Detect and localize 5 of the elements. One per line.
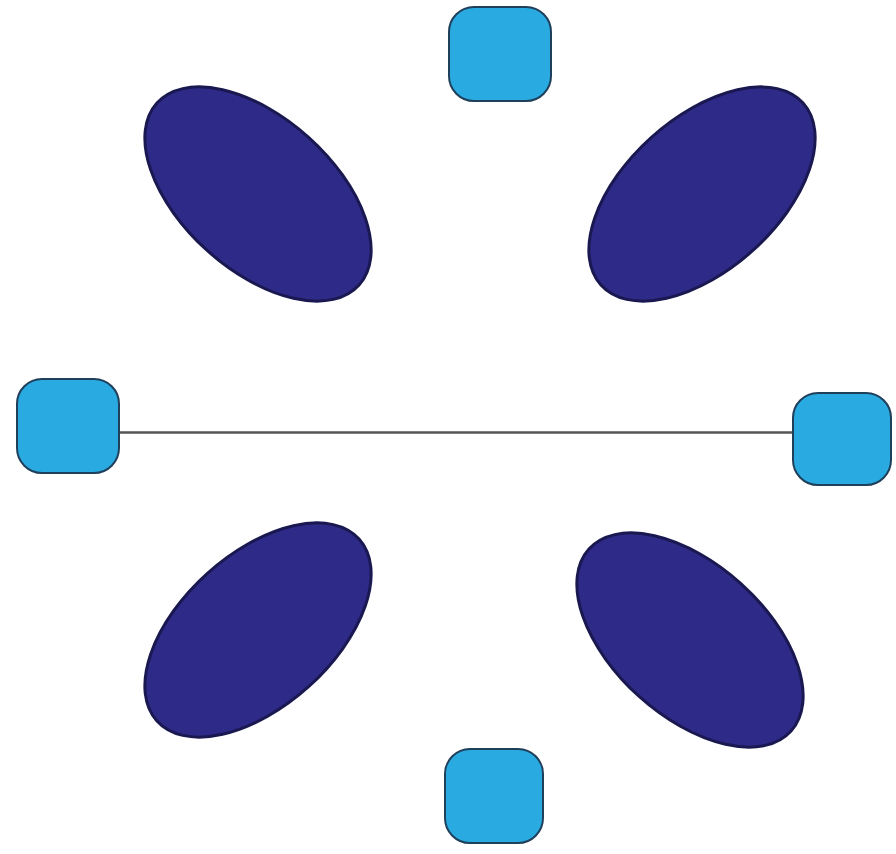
ellipse-shape bbox=[572, 530, 808, 750]
ellipse-shape bbox=[140, 520, 376, 740]
connector-line bbox=[120, 431, 792, 434]
ellipse-shape bbox=[140, 84, 376, 304]
ellipse-shape bbox=[584, 84, 820, 304]
